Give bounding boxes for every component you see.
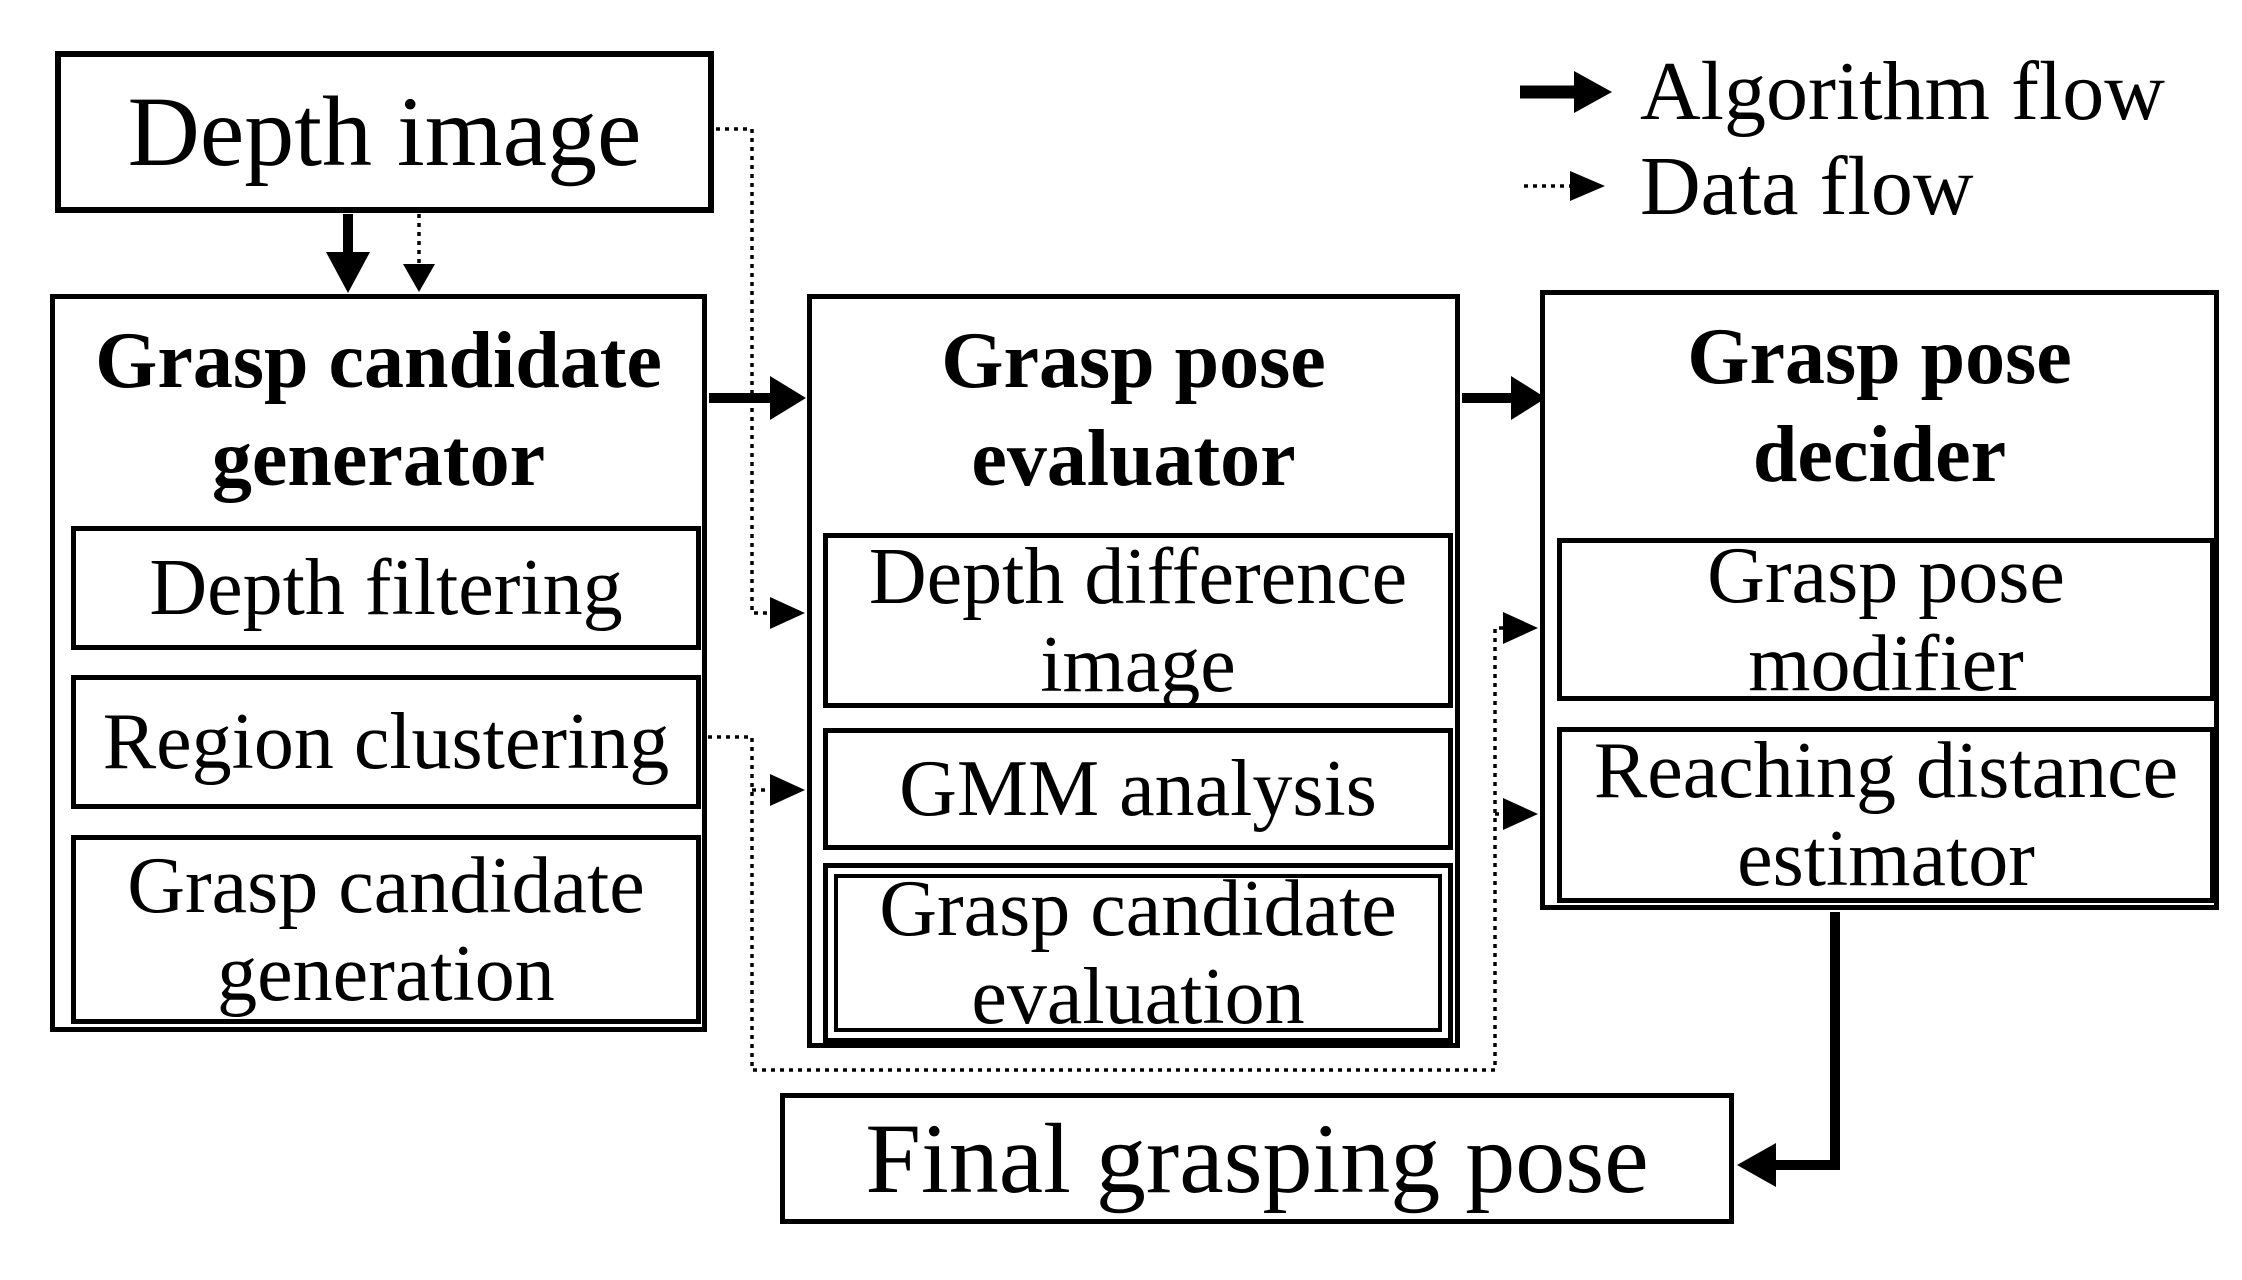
legend-algorithm-flow-arrowhead — [1574, 71, 1612, 113]
grasp-pose-evaluator-title: Grasp pose evaluator — [941, 317, 1326, 503]
algorithm-arrowhead-evaluator-to-decider — [1511, 376, 1546, 420]
data-arrowhead-clustering-to-modifier — [1503, 612, 1538, 644]
grasp-pose-modifier-node: Grasp pose modifier — [1557, 532, 2215, 708]
region-clustering-node: Region clustering — [71, 675, 701, 809]
legend-data-flow-label: Data flow — [1640, 140, 1974, 233]
algorithm-arrowhead-depth-to-generator — [326, 252, 370, 293]
legend-algorithm-flow-label: Algorithm flow — [1640, 45, 2165, 138]
grasp-candidate-evaluation-node: Grasp candidate evaluation — [823, 863, 1453, 1043]
grasp-candidate-generation-node: Grasp candidate generation — [71, 835, 701, 1024]
depth-filtering-label: Depth filtering — [149, 544, 623, 632]
grasp-candidate-generator-title: Grasp candidate generator — [95, 317, 662, 503]
depth-difference-image-node: Depth difference image — [823, 532, 1453, 709]
grasp-pose-decider-node: Grasp pose decider Grasp pose modifier R… — [1540, 290, 2219, 910]
data-arrowhead-depth-to-generator — [403, 264, 435, 292]
data-line-clustering-to-decider — [699, 626, 1505, 1072]
final-grasping-pose-node: Final grasping pose — [780, 1093, 1734, 1224]
grasp-candidate-generator-node: Grasp candidate generator Depth filterin… — [50, 294, 707, 1032]
grasp-pose-evaluator-node: Grasp pose evaluator Depth difference im… — [807, 294, 1460, 1048]
data-arrowhead-clustering-to-gmm — [770, 774, 805, 806]
grasp-pose-decider-title: Grasp pose decider — [1687, 313, 2072, 499]
grasp-candidate-evaluation-inner-border: Grasp candidate evaluation — [834, 865, 1442, 1041]
grasp-candidate-evaluation-label: Grasp candidate evaluation — [879, 865, 1397, 1041]
algorithm-arrow-decider-to-final — [1774, 912, 1840, 1170]
final-grasping-pose-label: Final grasping pose — [865, 1102, 1649, 1214]
depth-difference-image-label: Depth difference image — [868, 532, 1408, 709]
depth-filtering-node: Depth filtering — [71, 526, 701, 650]
data-line-depth-to-difference — [716, 127, 772, 615]
data-arrowhead-clustering-to-estimator — [1503, 798, 1538, 830]
grasp-pose-modifier-label: Grasp pose modifier — [1707, 531, 2065, 708]
depth-image-node: Depth image — [55, 51, 714, 213]
legend-data-flow-arrowhead — [1570, 171, 1605, 201]
reaching-distance-estimator-node: Reaching distance estimator — [1557, 727, 2215, 903]
gmm-analysis-node: GMM analysis — [823, 728, 1453, 850]
algorithm-arrowhead-generator-to-evaluator — [770, 376, 806, 420]
depth-image-label: Depth image — [127, 76, 642, 187]
algorithm-arrowhead-decider-to-final — [1737, 1143, 1776, 1187]
grasp-candidate-generation-label: Grasp candidate generation — [127, 841, 645, 1018]
reaching-distance-estimator-label: Reaching distance estimator — [1593, 727, 2179, 903]
region-clustering-label: Region clustering — [102, 698, 670, 786]
data-arrowhead-depth-to-difference — [770, 597, 805, 629]
gmm-analysis-label: GMM analysis — [899, 745, 1377, 833]
